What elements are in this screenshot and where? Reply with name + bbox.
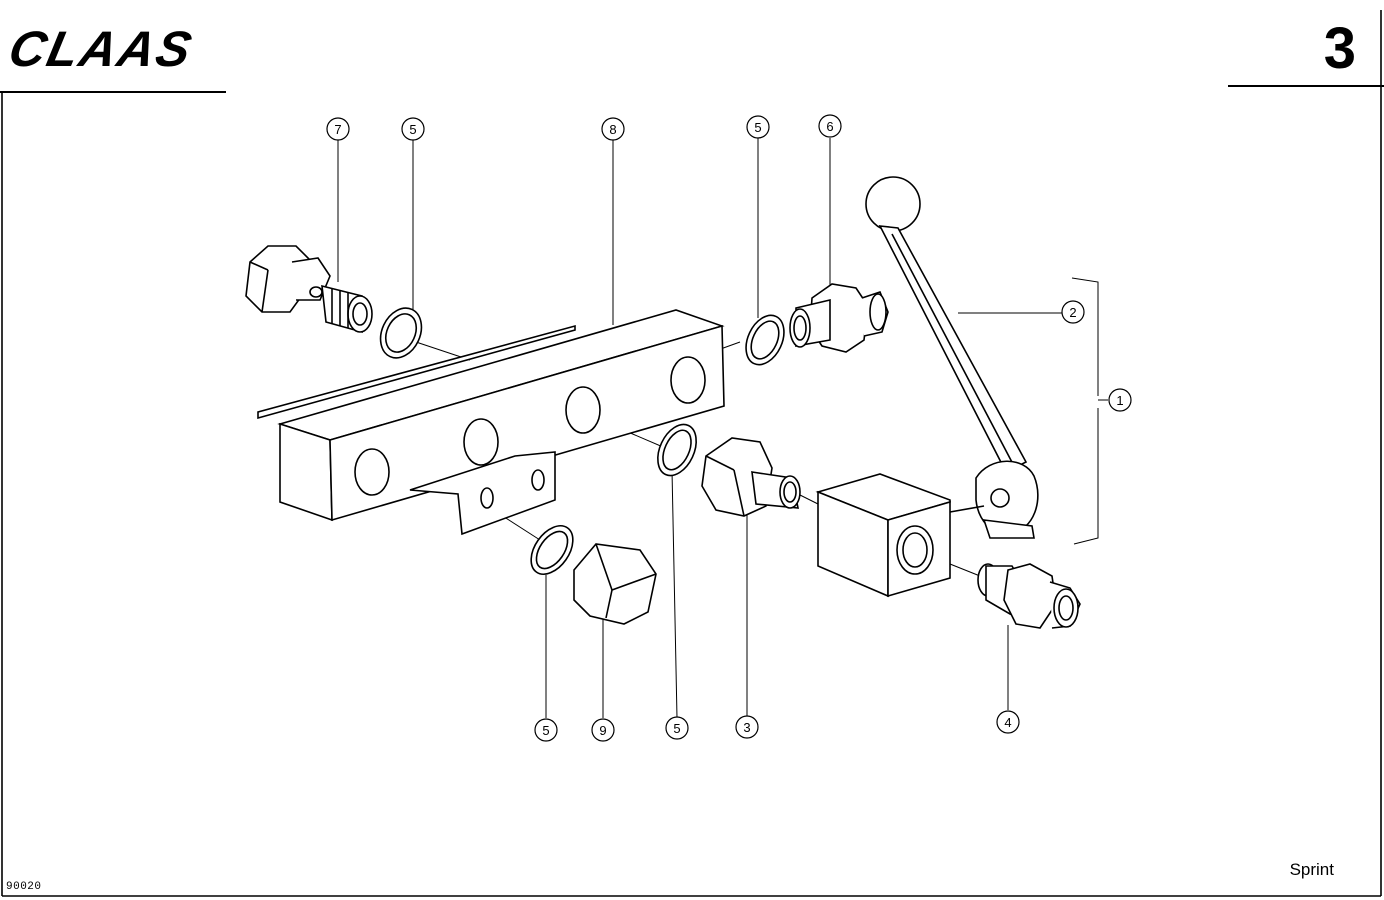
callout-9: 9 bbox=[599, 723, 606, 738]
callout-7: 7 bbox=[334, 122, 341, 137]
callout-1: 1 bbox=[1116, 393, 1123, 408]
callout-3: 3 bbox=[743, 720, 750, 735]
callout-5-top-right: 5 bbox=[754, 120, 761, 135]
sealing-washer-part-5-b bbox=[745, 314, 785, 366]
operating-lever-part-2 bbox=[865, 176, 1039, 539]
drawing-code: 90020 bbox=[6, 881, 42, 893]
callout-8: 8 bbox=[609, 122, 616, 137]
sheet-number: 3 bbox=[1323, 16, 1356, 81]
manifold-block-part-8 bbox=[257, 309, 725, 536]
union-fitting-part-3 bbox=[701, 437, 801, 517]
model-name: Sprint bbox=[1289, 860, 1334, 879]
callout-2: 2 bbox=[1069, 305, 1076, 320]
banjo-bolt-part-7 bbox=[245, 245, 373, 334]
threaded-nipple-part-4 bbox=[977, 563, 1081, 629]
callout-4: 4 bbox=[1004, 715, 1011, 730]
sealing-washer-part-5-d bbox=[530, 525, 574, 575]
sealing-washer-part-5-a bbox=[379, 307, 423, 359]
callout-5-top-left: 5 bbox=[409, 122, 416, 137]
callout-5-bottom-right: 5 bbox=[673, 721, 680, 736]
cap-nut-part-9 bbox=[573, 543, 657, 625]
callout-6: 6 bbox=[826, 119, 833, 134]
sealing-washer-part-5-c bbox=[657, 423, 697, 477]
adapter-fitting-part-6 bbox=[789, 283, 889, 353]
callout-markers bbox=[326, 114, 1132, 742]
callout-5-bottom-left: 5 bbox=[542, 723, 549, 738]
valve-body bbox=[815, 473, 951, 598]
